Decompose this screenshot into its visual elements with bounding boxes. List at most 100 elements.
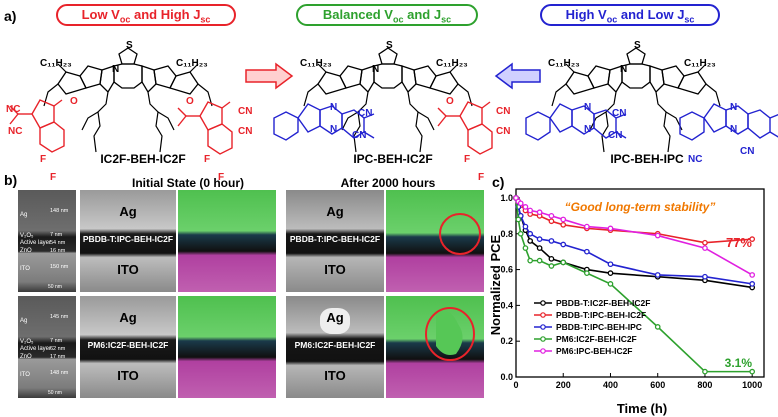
layer-label-active: Active layer xyxy=(20,346,52,352)
legend-marker xyxy=(540,336,546,342)
atom-cn-8: CN xyxy=(608,130,622,141)
thickness-v2o5: 7 nm xyxy=(50,338,63,344)
tem-initial-1-ito: ITO xyxy=(117,262,139,277)
atom-f-4: F xyxy=(218,172,224,183)
series-point-3 xyxy=(560,259,567,266)
atom-cn-2: CN xyxy=(238,126,252,137)
chart-annotation: “Good long-term stability” xyxy=(565,200,716,214)
series-point-3 xyxy=(548,263,555,269)
thickness-ito: 148 nm xyxy=(50,370,69,376)
series-point-2 xyxy=(654,272,661,278)
series-point-0 xyxy=(607,270,614,277)
molecule-structures: C₁₁H₂₃ C₁₁H₂₃ C₁₁H₂₃ C₁₁H₂₃ C₁₁H₂₃ C₁₁H₂… xyxy=(6,40,778,183)
molecule-2-right-ic2f xyxy=(437,101,493,155)
molecule-1-name: IC2F-BEH-IC2F xyxy=(100,152,186,166)
atom-alkyl-4: C₁₁H₂₃ xyxy=(436,58,468,69)
legend-entry: PM6:IC2F-BEH-IC2F xyxy=(556,334,637,344)
series-point-1 xyxy=(702,239,708,246)
series-point-1 xyxy=(749,236,756,242)
layer-label-v2o5: V₂O₅ xyxy=(20,233,34,239)
thickness-ag: 148 nm xyxy=(50,208,69,214)
layer-label-ito: ITO xyxy=(20,266,30,272)
pill-high-voc: High Voc and Low Jsc xyxy=(540,4,720,26)
layer-label-v2o5: V₂O₅ xyxy=(20,339,34,345)
series-point-2 xyxy=(749,281,756,287)
panel-c-label: c) xyxy=(492,174,505,190)
series-point-4 xyxy=(607,225,614,232)
layer-label-zno: ZnO xyxy=(20,248,32,254)
tem-initial-1: Ag PBDB-T:IPC-BEH-IC2F ITO xyxy=(80,190,176,292)
series-point-0 xyxy=(527,238,534,244)
cross-section-2: Ag V₂O₅ Active layer ZnO ITO 145 nm 7 nm… xyxy=(18,296,76,398)
thickness-ag: 145 nm xyxy=(50,314,69,320)
eds-initial-2 xyxy=(178,296,276,398)
atom-n-6: N xyxy=(584,102,591,113)
y-axis-label: Normalized PCE xyxy=(490,234,503,335)
initial-state-title: Initial State (0 hour) xyxy=(131,176,244,190)
atom-s-2: S xyxy=(386,40,393,51)
molecule-3-name: IPC-BEH-IPC xyxy=(610,152,684,166)
series-point-3 xyxy=(607,281,614,287)
atom-cn-3: CN xyxy=(358,108,372,119)
thickness-zno: 16 nm xyxy=(50,248,66,254)
arrow-right-to-center xyxy=(494,62,541,90)
layer-label-ag: Ag xyxy=(20,318,28,324)
series-point-2 xyxy=(560,241,567,248)
atom-n-4: N xyxy=(330,102,337,113)
legend-entry: PBDB-T:IPC-BEH-IC2F xyxy=(556,310,646,320)
y-tick-label: 0.4 xyxy=(500,300,513,310)
tem-after-2-ag: Ag xyxy=(326,310,344,325)
atom-alkyl-1: C₁₁H₂₃ xyxy=(40,58,72,69)
y-tick-label: 1.0 xyxy=(500,193,513,203)
atom-cn-6: CN xyxy=(496,126,510,137)
tem-initial-2-blend: PM6:IC2F-BEH-IC2F xyxy=(87,340,169,350)
atom-f-2: F xyxy=(50,172,56,183)
series-point-4 xyxy=(584,223,590,230)
scale-bar: 50 nm xyxy=(48,390,62,396)
series-point-2 xyxy=(548,238,555,244)
atom-n-1: N xyxy=(112,64,119,75)
y-tick-label: 0.6 xyxy=(500,265,513,275)
atom-f-5: F xyxy=(464,154,470,165)
series-point-4 xyxy=(548,213,555,219)
legend-entry: PBDB-T:IPC-BEH-IPC xyxy=(556,322,642,332)
x-tick-label: 200 xyxy=(556,380,571,390)
atom-o-3: O xyxy=(446,96,454,107)
series-point-4 xyxy=(702,245,708,251)
arrow-left-to-center xyxy=(245,62,294,90)
thickness-active: 54 nm xyxy=(50,240,66,246)
tem-initial-1-blend: PBDB-T:IPC-BEH-IC2F xyxy=(82,234,174,244)
layer-label-ito: ITO xyxy=(20,372,30,378)
series-point-4 xyxy=(522,204,529,210)
panel-a-label: a) xyxy=(4,8,17,24)
series-point-4 xyxy=(536,209,543,216)
atom-f-1: F xyxy=(40,154,46,165)
atom-o-1: O xyxy=(70,96,78,107)
after-2000h-title: After 2000 hours xyxy=(340,176,436,190)
layer-label-active: Active layer xyxy=(20,240,52,246)
chart-plot-frame xyxy=(515,188,765,378)
x-tick-label: 400 xyxy=(603,380,618,390)
series-point-3 xyxy=(654,324,661,330)
atom-n-7: N xyxy=(584,124,591,135)
molecule-1-right-ic2f xyxy=(177,101,233,155)
atom-n-2: N xyxy=(372,64,379,75)
series-point-2 xyxy=(522,223,529,230)
y-tick-label: 0.8 xyxy=(500,229,513,239)
molecule-3-right-ipc xyxy=(679,103,778,141)
y-tick-label: 0.2 xyxy=(500,336,513,346)
tem-initial-2-ag: Ag xyxy=(119,310,137,325)
x-tick-label: 600 xyxy=(650,380,665,390)
atom-n-9: N xyxy=(730,124,737,135)
ag-void xyxy=(320,308,350,334)
pill-balanced: Balanced Voc and Jsc xyxy=(296,4,478,26)
molecule-2-name: IPC-BEH-IC2F xyxy=(353,152,433,166)
chart-legend: PBDB-T:IC2F-BEH-IC2FPBDB-T:IPC-BEH-IC2FP… xyxy=(534,298,650,356)
x-tick-label: 0 xyxy=(513,380,518,390)
series-point-3 xyxy=(517,230,524,237)
cross-section-1: Ag V₂O₅ Active layer ZnO ITO 148 nm 7 nm… xyxy=(18,190,76,292)
series-point-2 xyxy=(702,273,708,280)
tem-after-1-ag: Ag xyxy=(326,204,344,219)
series-point-1 xyxy=(560,221,567,228)
